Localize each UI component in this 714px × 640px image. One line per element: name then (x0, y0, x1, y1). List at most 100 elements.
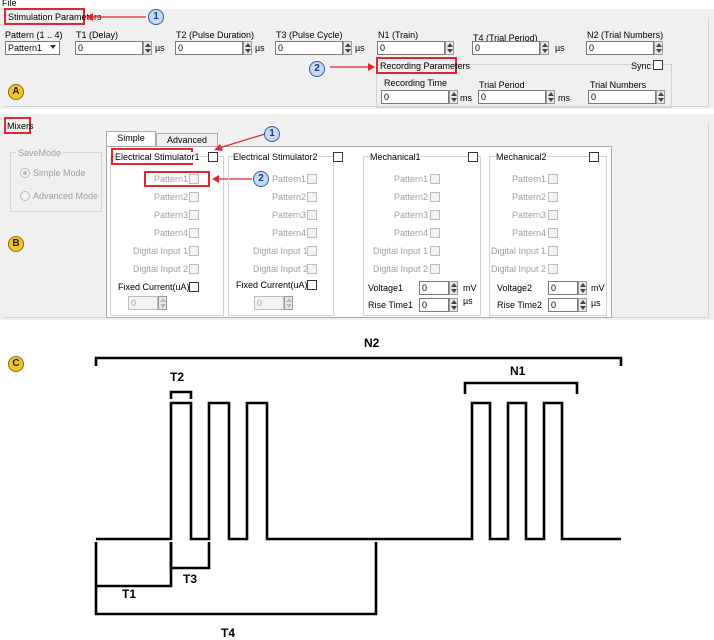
mech2-digital1-label: Digital Input 1 (491, 246, 547, 256)
t3-unit: µs (355, 43, 365, 53)
n1-spinner[interactable] (445, 41, 454, 55)
mech1-pattern1-checkbox[interactable] (430, 174, 440, 184)
es1-current-input[interactable]: 0 (128, 296, 158, 310)
es1-pattern1-checkbox[interactable] (189, 174, 199, 184)
es2-pattern3-label: Pattern3 (272, 210, 307, 220)
es1-pattern2-label: Pattern2 (154, 192, 189, 202)
es2-pattern4-checkbox[interactable] (307, 228, 317, 238)
n2-input[interactable]: 0 (586, 41, 654, 55)
mech1-pattern3-checkbox[interactable] (430, 210, 440, 220)
mech1-voltage-label: Voltage1 (368, 283, 404, 293)
n2-label: N2 (364, 336, 380, 350)
mech1-checkbox[interactable] (468, 152, 478, 162)
t1-unit: µs (155, 43, 165, 53)
trial-numbers-input[interactable]: 0 (588, 90, 656, 104)
es2-digital2-label: Digital Input 2 (253, 264, 309, 274)
mech1-pattern4-checkbox[interactable] (430, 228, 440, 238)
es1-fixed-current-checkbox[interactable] (189, 282, 199, 292)
es1-pattern1-highlight (144, 171, 210, 187)
sync-checkbox[interactable] (653, 60, 663, 70)
es1-pattern2-checkbox[interactable] (189, 192, 199, 202)
es2-digital1-checkbox[interactable] (307, 246, 317, 256)
t3-input[interactable]: 0 (275, 41, 343, 55)
mech2-title: Mechanical2 (496, 152, 547, 163)
mech2-pattern4-checkbox[interactable] (548, 228, 558, 238)
mech1-rise-spinner[interactable] (449, 298, 458, 312)
recording-time-spinner[interactable] (449, 90, 458, 104)
callout-badge-b2: 2 (253, 171, 269, 187)
es2-fixed-current-checkbox[interactable] (307, 280, 317, 290)
tab-simple-mixer[interactable]: Simple Mixer (106, 131, 156, 156)
trial-numbers-spinner[interactable] (656, 90, 665, 104)
mech1-pattern2-checkbox[interactable] (430, 192, 440, 202)
file-menu[interactable]: File (2, 0, 17, 8)
n2-bracket (94, 356, 623, 366)
savemode-groupbox (10, 152, 102, 212)
n2-spinner[interactable] (654, 41, 663, 55)
t3-bracket (169, 542, 211, 570)
es2-checkbox[interactable] (333, 152, 343, 162)
advanced-mode-radio[interactable] (20, 191, 30, 201)
trial-period-input[interactable]: 0 (478, 90, 546, 104)
mech1-rise-input[interactable]: 0 (419, 298, 449, 312)
sync-label: Sync (631, 61, 652, 71)
t4-input[interactable]: 0 (472, 41, 540, 55)
es2-current-input[interactable]: 0 (254, 296, 284, 310)
stimulation-parameters-highlight (4, 8, 85, 25)
mech2-digital1-checkbox[interactable] (548, 246, 558, 256)
mech1-pattern3-label: Pattern3 (394, 210, 429, 220)
pattern-select[interactable]: Pattern1 (5, 41, 60, 55)
es1-pattern4-checkbox[interactable] (189, 228, 199, 238)
mech2-voltage-unit: mV (591, 283, 605, 293)
recording-parameters-title: Recording Parameters (380, 61, 471, 71)
pulse-waveform (96, 401, 621, 541)
mech2-checkbox[interactable] (589, 152, 599, 162)
es1-pattern3-checkbox[interactable] (189, 210, 199, 220)
recording-time-input[interactable]: 0 (381, 90, 449, 104)
mech2-rise-input[interactable]: 0 (548, 298, 578, 312)
es2-current-spinner[interactable] (284, 296, 293, 310)
trial-period-spinner[interactable] (546, 90, 555, 104)
mech1-pattern4-label: Pattern4 (394, 228, 429, 238)
es1-digital1-checkbox[interactable] (189, 246, 199, 256)
t4-spinner[interactable] (540, 41, 549, 55)
mech1-voltage-spinner[interactable] (449, 281, 458, 295)
t2-input[interactable]: 0 (175, 41, 243, 55)
n1-input[interactable]: 0 (377, 41, 445, 55)
pattern-label: Pattern (1 .. 4) (5, 30, 63, 40)
mech1-groupbox (363, 156, 481, 316)
section-a-badge: A (8, 84, 24, 100)
t1-input[interactable]: 0 (75, 41, 143, 55)
mech1-pattern2-label: Pattern2 (394, 192, 429, 202)
t3-spinner[interactable] (343, 41, 352, 55)
mech1-digital2-checkbox[interactable] (430, 264, 440, 274)
es1-pattern4-label: Pattern4 (154, 228, 189, 238)
mech1-voltage-input[interactable]: 0 (419, 281, 449, 295)
tab-advanced-mixer[interactable]: Advanced Mixer (156, 133, 218, 158)
t2-spinner[interactable] (243, 41, 252, 55)
mech2-digital2-checkbox[interactable] (548, 264, 558, 274)
simple-mode-radio[interactable] (20, 168, 30, 178)
t1-spinner[interactable] (143, 41, 152, 55)
es1-digital2-checkbox[interactable] (189, 264, 199, 274)
t2-bracket (169, 390, 193, 399)
n1-label: N1 (510, 364, 526, 378)
es2-pattern2-checkbox[interactable] (307, 192, 317, 202)
es1-current-spinner[interactable] (158, 296, 167, 310)
mech2-rise-spinner[interactable] (578, 298, 587, 312)
es2-pattern1-checkbox[interactable] (307, 174, 317, 184)
mech2-pattern3-checkbox[interactable] (548, 210, 558, 220)
mech2-pattern2-checkbox[interactable] (548, 192, 558, 202)
t3-label: T3 (Pulse Cycle) (276, 30, 343, 40)
es2-pattern3-checkbox[interactable] (307, 210, 317, 220)
es2-pattern2-label: Pattern2 (272, 192, 307, 202)
mech2-rise-label: Rise Time2 (497, 300, 543, 310)
mech2-pattern1-label: Pattern1 (512, 174, 547, 184)
mech1-voltage-unit: mV (463, 283, 477, 293)
mech2-pattern1-checkbox[interactable] (548, 174, 558, 184)
mech2-voltage-spinner[interactable] (578, 281, 587, 295)
es2-digital2-checkbox[interactable] (307, 264, 317, 274)
mech1-digital1-checkbox[interactable] (430, 246, 440, 256)
mech2-voltage-input[interactable]: 0 (548, 281, 578, 295)
es1-checkbox[interactable] (208, 152, 218, 162)
